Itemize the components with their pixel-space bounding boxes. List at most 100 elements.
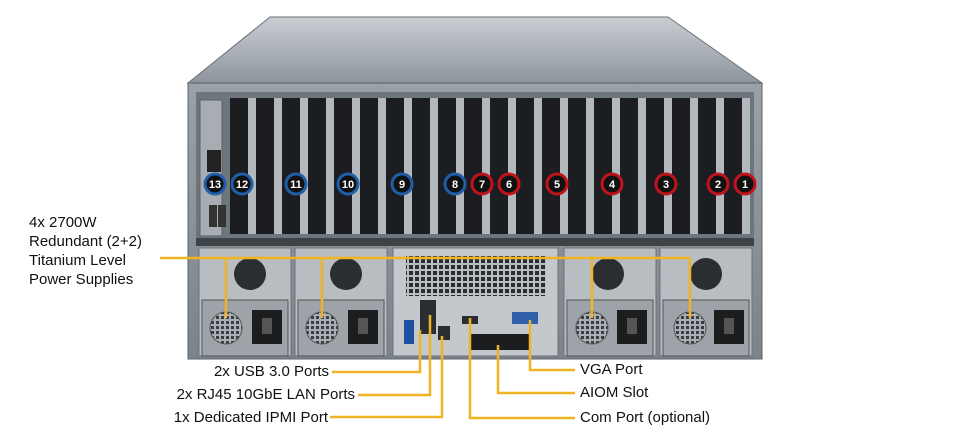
slot-badge-6: 6 — [497, 172, 521, 196]
slot-badge-8: 8 — [443, 172, 467, 196]
pcie-bracket — [594, 98, 612, 234]
psu-callout-label: 4x 2700W Redundant (2+2) Titanium Level … — [29, 213, 142, 289]
slot-badge-circle — [203, 172, 227, 196]
pcie-bracket-divider — [482, 98, 490, 234]
slot-badge-number: 8 — [452, 179, 458, 191]
slot-badge-3: 3 — [654, 172, 678, 196]
pcie-bracket — [308, 98, 326, 234]
psu-bay-4 — [659, 247, 753, 357]
slot-badge-10: 10 — [336, 172, 360, 196]
psu-bay-2 — [294, 247, 388, 357]
pcie-bracket — [620, 98, 638, 234]
pcie-bracket-divider — [586, 98, 594, 234]
pcie-bracket-divider — [430, 98, 438, 234]
pcie-bracket — [464, 98, 482, 234]
pcie-bracket-divider — [248, 98, 256, 234]
pcie-bracket-divider — [534, 98, 542, 234]
slot-badge-number: 7 — [479, 179, 485, 191]
pcie-bracket — [646, 98, 664, 234]
pcie-bracket-divider — [664, 98, 672, 234]
slot-badge-number: 3 — [663, 179, 669, 191]
pcie-bracket-divider — [326, 98, 334, 234]
slot-badge-number: 11 — [290, 179, 302, 191]
slot-badge-number: 13 — [209, 179, 221, 191]
pcie-bracket — [438, 98, 456, 234]
pcie-bracket-divider — [690, 98, 698, 234]
pcie-bracket-divider — [638, 98, 646, 234]
pcie-bracket-divider — [560, 98, 568, 234]
slot-badge-circle — [497, 172, 521, 196]
slot-badge-5: 5 — [545, 172, 569, 196]
slot-badge-4: 4 — [600, 172, 624, 196]
pcie-bracket — [698, 98, 716, 234]
slot-badge-circle — [706, 172, 730, 196]
pcie-bracket-divider — [352, 98, 360, 234]
slot-badge-circle — [443, 172, 467, 196]
pcie-bracket-divider — [742, 98, 750, 234]
pcie-bracket — [256, 98, 274, 234]
psu-label-line: Power Supplies — [29, 271, 134, 288]
psu-bay-1 — [198, 247, 292, 357]
psu-label-line: 4x 2700W — [29, 214, 97, 231]
rj45-ports — [420, 300, 436, 334]
pcie-bracket-divider — [612, 98, 620, 234]
slot-badge-9: 9 — [390, 172, 414, 196]
slot-badge-number: 6 — [506, 179, 512, 191]
slot-badge-12: 12 — [230, 172, 254, 196]
slot-badge-number: 2 — [715, 179, 721, 191]
pcie-bracket-divider — [716, 98, 724, 234]
aiom-callout-label: AIOM Slot — [580, 384, 649, 401]
pcie-bracket — [568, 98, 586, 234]
pcie-bracket — [542, 98, 560, 234]
pcie-bracket — [386, 98, 404, 234]
usb-callout-label: 2x USB 3.0 Ports — [213, 363, 329, 380]
com-callout-label: Com Port (optional) — [580, 409, 711, 426]
slot-badge-number: 10 — [342, 179, 354, 191]
slot-badge-number: 12 — [236, 179, 248, 191]
pcie-bracket — [230, 98, 248, 234]
pcie-bracket — [672, 98, 690, 234]
pcie-bracket-divider — [508, 98, 516, 234]
pcie-bracket — [360, 98, 378, 234]
pcie-bracket-divider — [274, 98, 282, 234]
aiom-slot — [470, 334, 530, 350]
pcie-bracket — [724, 98, 742, 234]
pcie-bracket-divider — [378, 98, 386, 234]
pcie-bracket — [516, 98, 534, 234]
slot-badge-number: 5 — [554, 179, 560, 191]
pcie-bracket — [334, 98, 352, 234]
slot-badge-circle — [230, 172, 254, 196]
slot-badge-2: 2 — [706, 172, 730, 196]
slot-badge-circle — [600, 172, 624, 196]
slot-badge-circle — [284, 172, 308, 196]
slot-badge-11: 11 — [284, 172, 308, 196]
slot-badge-circle — [470, 172, 494, 196]
slot-badge-number: 4 — [609, 179, 616, 191]
ipmi-callout-label: 1x Dedicated IPMI Port — [173, 409, 328, 426]
pcie-bracket-divider — [456, 98, 464, 234]
slot-badge-number: 9 — [399, 179, 405, 191]
vga-port — [512, 312, 538, 324]
slot-badge-1: 1 — [733, 172, 757, 196]
pcie-bracket-divider — [300, 98, 308, 234]
psu-label-line: Redundant (2+2) — [29, 233, 142, 250]
pcie-bracket — [412, 98, 430, 234]
slot-badge-circle — [733, 172, 757, 196]
slot-badge-7: 7 — [470, 172, 494, 196]
usb-ports — [404, 320, 414, 344]
psu-bay-3 — [563, 247, 657, 357]
pcie-bracket — [282, 98, 300, 234]
pcie-bracket — [490, 98, 508, 234]
slot-badge-13: 13 — [203, 172, 227, 196]
slot-badge-circle — [390, 172, 414, 196]
pcie-bracket-divider — [404, 98, 412, 234]
slot-badge-number: 1 — [742, 179, 748, 191]
slot-badge-circle — [336, 172, 360, 196]
slot-badge-circle — [654, 172, 678, 196]
vga-callout-label: VGA Port — [580, 361, 643, 378]
psu-label-line: Titanium Level — [29, 252, 126, 269]
